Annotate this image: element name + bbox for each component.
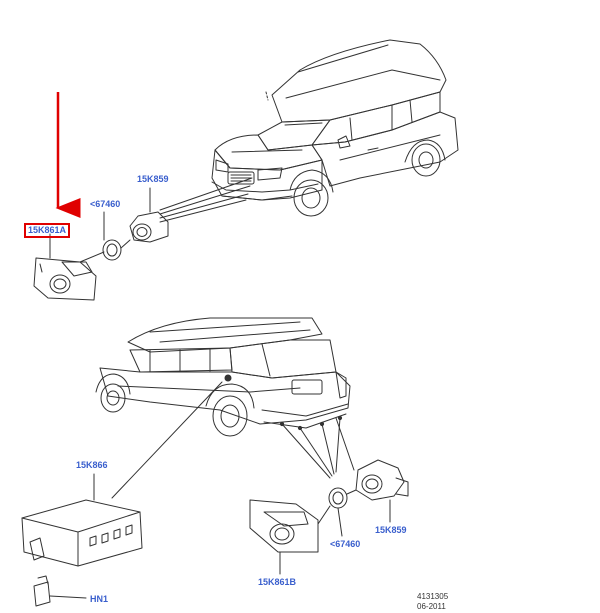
rear-vehicle-illustration — [95, 317, 351, 437]
reference-number: 4131305 — [417, 592, 449, 601]
label-bottom-bezel: 15K861B — [258, 577, 297, 587]
rear-parking-sensor — [355, 459, 409, 523]
label-module: 15K866 — [76, 460, 108, 470]
front-parking-sensor — [129, 187, 169, 243]
label-bottom-ring: <67460 — [330, 539, 361, 549]
front-vehicle-illustration — [211, 39, 459, 217]
label-top-sensor: 15K859 — [137, 174, 169, 184]
rear-sensor-retaining-ring — [328, 487, 348, 537]
label-top-ring: <67460 — [90, 199, 121, 209]
reference-date: 06-2011 — [417, 602, 446, 611]
front-sensor-retaining-ring — [102, 211, 122, 261]
rear-sensor-bezel — [249, 499, 319, 575]
harness-connector — [33, 575, 87, 607]
front-sensor-bezel — [33, 233, 97, 301]
label-top-bezel: 15K861A — [24, 223, 71, 238]
label-bottom-sensor: 15K859 — [375, 525, 407, 535]
label-harness: HN1 — [90, 594, 109, 604]
parking-aid-module — [21, 473, 143, 567]
